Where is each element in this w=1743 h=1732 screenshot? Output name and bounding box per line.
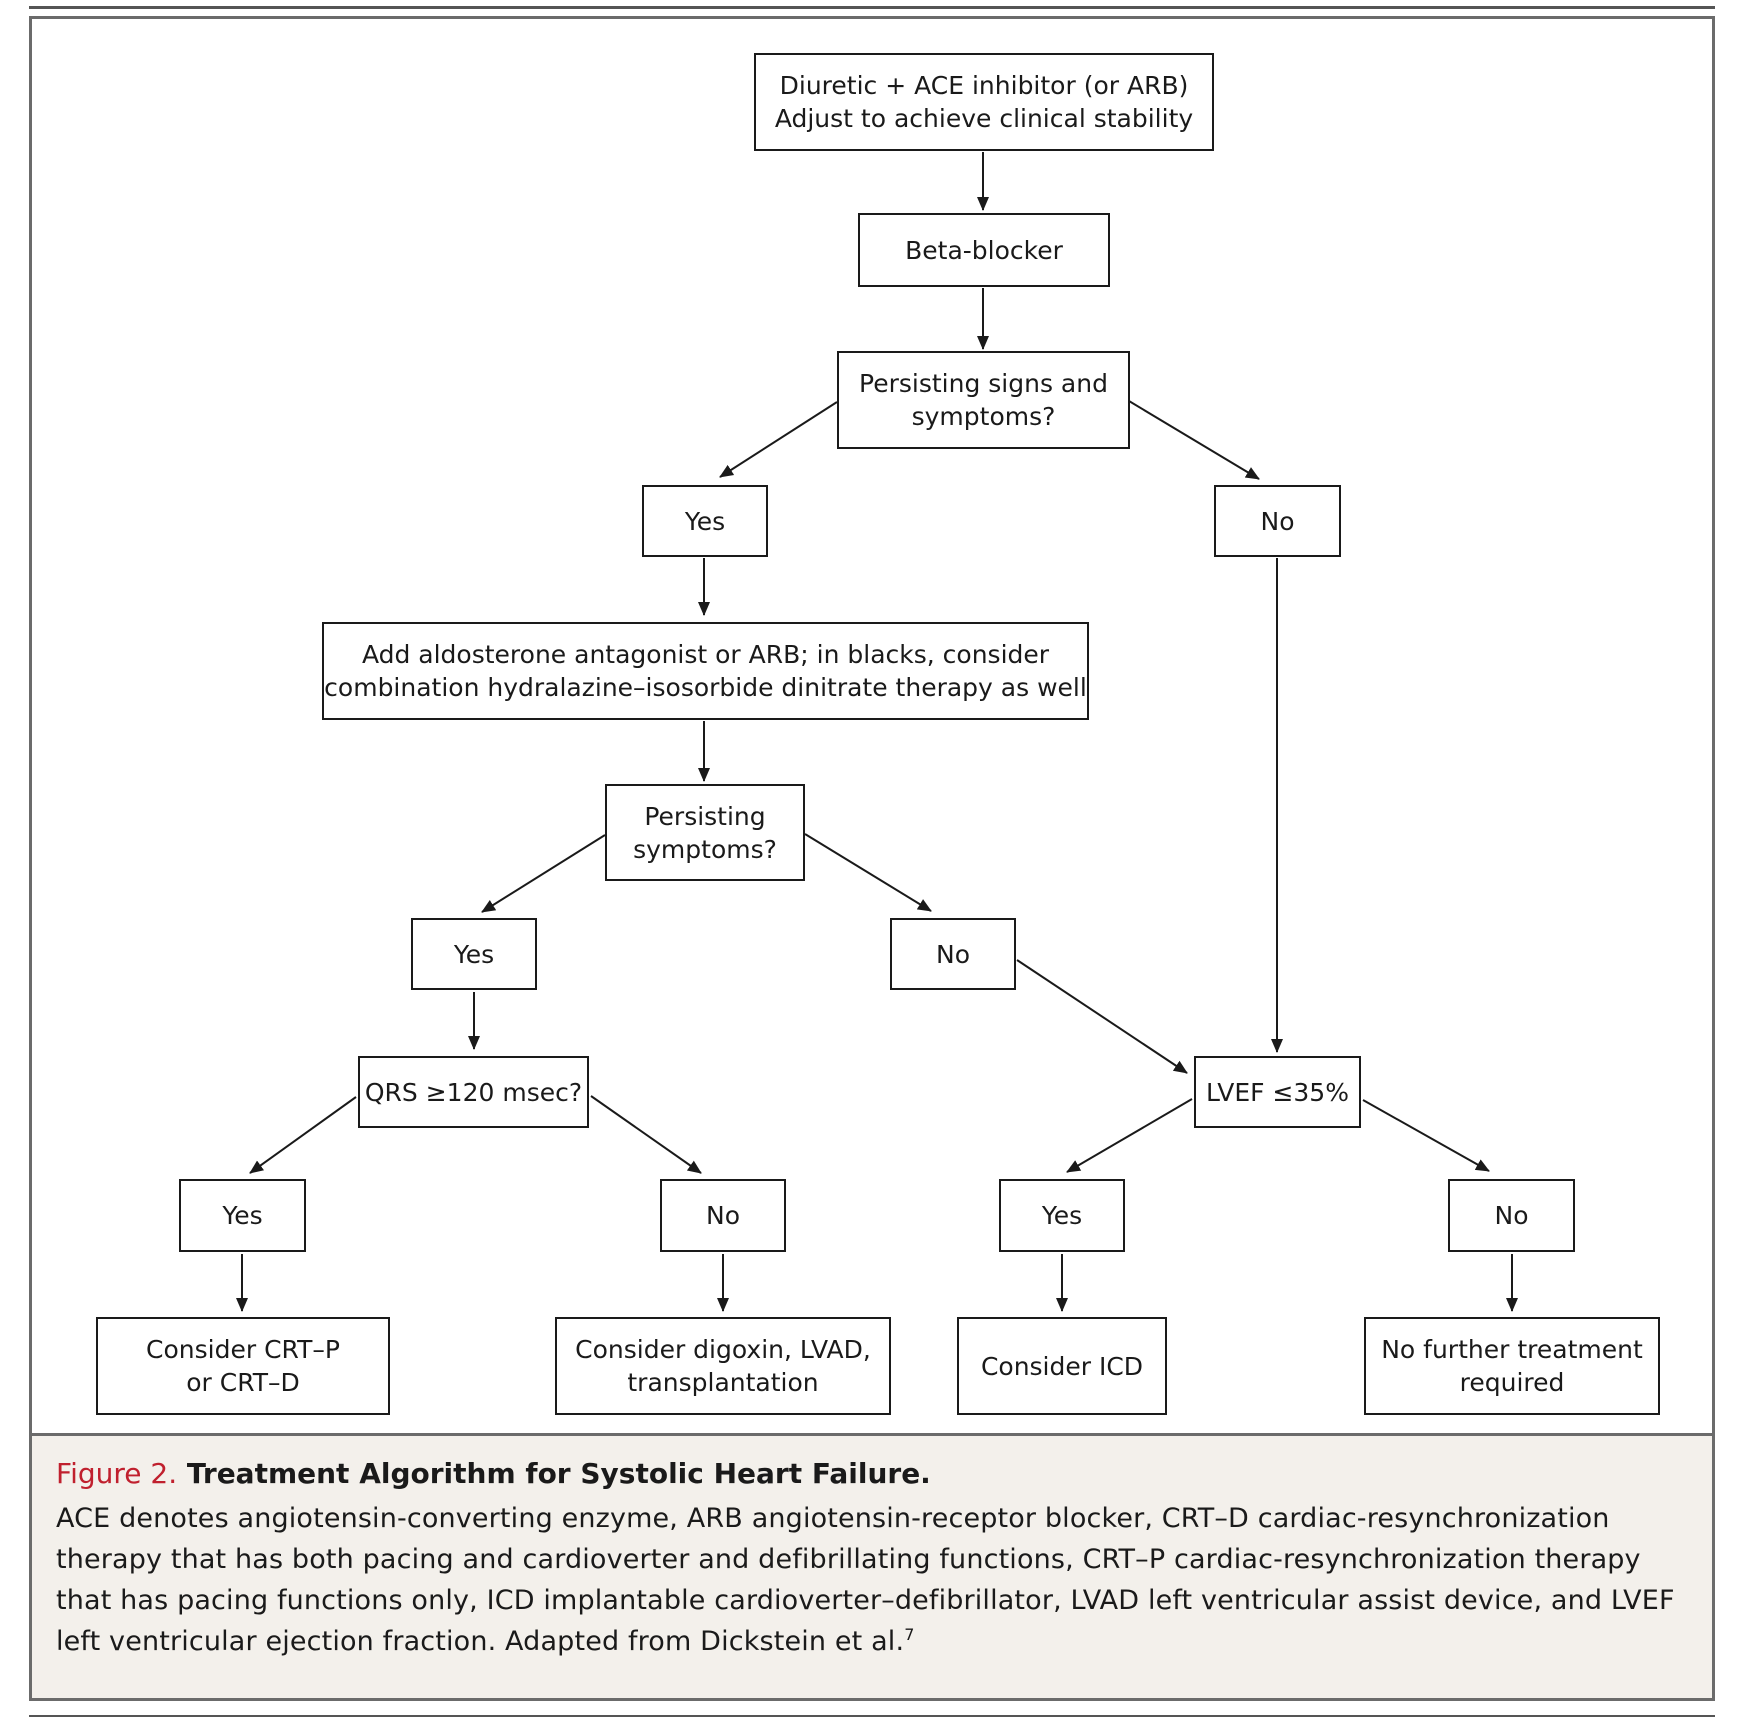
node-no-further-line1: No further treatment [1381,1335,1643,1364]
node-no-2: No [890,918,1016,990]
node-consider-icd-label: Consider ICD [980,1351,1144,1381]
node-yes-4-label: Yes [1041,1201,1083,1230]
node-diuretic-ace: Diuretic + ACE inhibitor (or ARB) Adjust… [754,53,1214,151]
node-persisting-symptoms-line1: Persisting [644,801,766,831]
node-no-1-label: No [1260,506,1295,536]
node-yes-2: Yes [411,918,537,990]
figure-label: Figure 2. [56,1457,178,1490]
node-consider-digoxin-line2: transplantation [627,1368,819,1397]
node-no-further-line2: required [1459,1368,1565,1397]
node-yes-1: Yes [642,485,768,557]
node-consider-digoxin-line1: Consider digoxin, LVAD, [575,1335,871,1364]
arrow-n7-yes [481,834,606,913]
node-yes-2-label: Yes [453,939,495,969]
node-beta-blocker: Beta-blocker [858,213,1110,287]
arrow-n7-no [804,833,932,912]
top-rule [29,6,1715,9]
node-yes-3-label: Yes [222,1201,263,1230]
node-no-4-label: No [1494,1201,1529,1230]
node-diuretic-ace-line1: Diuretic + ACE inhibitor (or ARB) [779,71,1189,100]
node-qrs-label: QRS ≥120 msec? [364,1077,583,1107]
node-add-aldosterone-line1: Add aldosterone antagonist or ARB; in bl… [361,640,1050,669]
flowchart-connectors [236,152,1518,1312]
arrow-no-lvef2 [1016,959,1188,1074]
node-no-4: No [1448,1179,1575,1252]
node-yes-1-label: Yes [684,506,726,536]
arrow-lvef-yes [1066,1098,1193,1173]
node-lvef: LVEF ≤35% [1194,1056,1361,1128]
node-yes-4: Yes [999,1179,1125,1252]
node-no-3-label: No [706,1201,740,1230]
node-add-aldosterone-line2: combination hydralazine–isosorbide dinit… [324,673,1087,702]
node-consider-crt-line2: or CRT–D [186,1368,300,1397]
node-yes-3: Yes [179,1179,306,1252]
caption-reference-superscript: 7 [904,1625,915,1644]
node-persisting-symptoms: Persisting symptoms? [605,784,805,881]
node-consider-icd: Consider ICD [957,1317,1167,1415]
caption-body-text: ACE denotes angiotensin-converting enzym… [56,1503,1675,1657]
bottom-rule [29,1715,1715,1717]
node-no-3: No [660,1179,786,1252]
node-consider-crt: Consider CRT–P or CRT–D [96,1317,390,1415]
caption-body: ACE denotes angiotensin-converting enzym… [56,1498,1690,1662]
node-add-aldosterone: Add aldosterone antagonist or ARB; in bl… [322,622,1089,720]
node-persisting-signs: Persisting signs and symptoms? [837,351,1130,449]
node-beta-blocker-label: Beta-blocker [905,235,1063,265]
figure-caption: Figure 2. Treatment Algorithm for Systol… [32,1433,1712,1698]
arrow-qrs-yes [249,1096,357,1174]
figure-frame [29,16,1715,1701]
node-no-1: No [1214,485,1341,557]
caption-heading: Figure 2. Treatment Algorithm for Systol… [56,1454,1690,1494]
node-persisting-signs-line2: symptoms? [911,402,1056,431]
node-no-2-label: No [936,939,970,969]
node-diuretic-ace-line2: Adjust to achieve clinical stability [774,104,1194,133]
node-persisting-signs-line1: Persisting signs and [859,369,1108,398]
arrow-qrs-no [590,1095,702,1174]
arrow-n3-no [1128,400,1260,480]
node-qrs: QRS ≥120 msec? [358,1056,589,1128]
caption-title: Treatment Algorithm for Systolic Heart F… [186,1457,931,1490]
node-no-further-treatment: No further treatment required [1364,1317,1660,1415]
node-consider-crt-line1: Consider CRT–P [146,1335,340,1364]
node-lvef-label: LVEF ≤35% [1206,1077,1349,1107]
arrow-lvef-no [1362,1099,1490,1172]
node-consider-digoxin: Consider digoxin, LVAD, transplantation [555,1317,891,1415]
arrow-n3-yes [719,401,838,478]
node-persisting-symptoms-line2: symptoms? [633,834,777,864]
